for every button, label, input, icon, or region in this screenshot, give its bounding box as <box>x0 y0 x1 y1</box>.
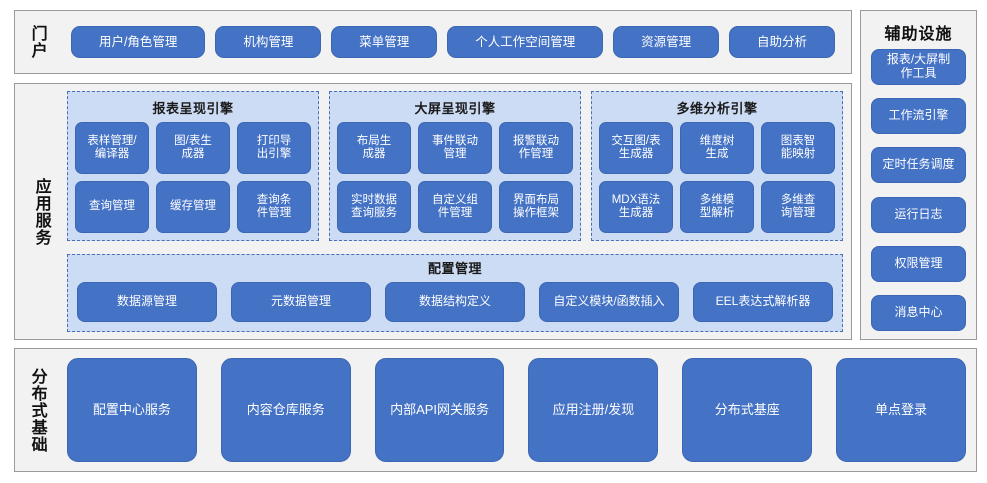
application-services-panel: 应用服务 报表呈现引擎 表样管理/ 编译器 图/表生 成器 打印导 出引擎 查询… <box>14 83 852 340</box>
portal-item-menu-management[interactable]: 菜单管理 <box>331 26 438 58</box>
engine-item-print-export-engine[interactable]: 打印导 出引擎 <box>237 122 311 174</box>
aux-item-runtime-log[interactable]: 运行日志 <box>871 196 966 233</box>
engine-report-rendering: 报表呈现引擎 表样管理/ 编译器 图/表生 成器 打印导 出引擎 查询管理 缓存… <box>67 91 319 241</box>
dist-item-single-sign-on[interactable]: 单点登录 <box>836 358 966 462</box>
engine-item-ui-layout-operation-framework[interactable]: 界面布局 操作框架 <box>499 181 573 233</box>
engine-item-mdx-syntax-generator[interactable]: MDX语法 生成器 <box>599 181 673 233</box>
engine-multidimensional-analysis-title: 多维分析引擎 <box>676 101 758 116</box>
aux-item-report-bigscreen-authoring-tool[interactable]: 报表/大屏制 作工具 <box>871 49 966 85</box>
auxiliary-facilities-title: 辅助设施 <box>884 26 953 43</box>
engine-bigscreen-rendering-grid: 布局生 成器 事件联动 管理 报警联动 作管理 实时数据 查询服务 自定义组 件… <box>337 122 573 233</box>
distributed-foundation-panel: 分布式基础 配置中心服务 内容仓库服务 内部API网关服务 应用注册/发现 分布… <box>14 348 977 472</box>
portal-item-org-management[interactable]: 机构管理 <box>215 26 322 58</box>
dist-item-distributed-base[interactable]: 分布式基座 <box>682 358 813 462</box>
engine-report-rendering-grid: 表样管理/ 编译器 图/表生 成器 打印导 出引擎 查询管理 缓存管理 查询条 … <box>75 122 311 233</box>
engine-item-custom-component-management[interactable]: 自定义组 件管理 <box>418 181 492 233</box>
auxiliary-facilities-panel: 辅助设施 报表/大屏制 作工具 工作流引擎 定时任务调度 运行日志 权限管理 消… <box>860 10 977 340</box>
engine-item-query-management[interactable]: 查询管理 <box>75 181 149 233</box>
aux-item-scheduled-task-scheduling[interactable]: 定时任务调度 <box>871 147 966 184</box>
engine-item-multidimensional-model-parsing[interactable]: 多维模 型解析 <box>680 181 754 233</box>
config-item-eel-expression-parser[interactable]: EEL表达式解析器 <box>693 282 833 322</box>
engine-item-layout-generator[interactable]: 布局生 成器 <box>337 122 411 174</box>
dist-item-config-center-service[interactable]: 配置中心服务 <box>67 358 197 462</box>
engine-item-multidimensional-query-management[interactable]: 多维查 询管理 <box>761 181 835 233</box>
engine-item-realtime-data-query-service[interactable]: 实时数据 查询服务 <box>337 181 411 233</box>
config-item-datasource-management[interactable]: 数据源管理 <box>77 282 217 322</box>
engine-bigscreen-rendering-title: 大屏呈现引擎 <box>414 101 496 116</box>
portal-item-personal-workspace-management[interactable]: 个人工作空间管理 <box>447 26 604 58</box>
dist-item-content-repository-service[interactable]: 内容仓库服务 <box>220 358 351 462</box>
configuration-management-row: 数据源管理 元数据管理 数据结构定义 自定义模块/函数插入 EEL表达式解析器 <box>77 282 833 322</box>
aux-item-workflow-engine[interactable]: 工作流引擎 <box>871 98 966 135</box>
engine-item-template-management-compiler[interactable]: 表样管理/ 编译器 <box>75 122 149 174</box>
portal-item-user-role-management[interactable]: 用户/角色管理 <box>71 26 206 58</box>
distributed-foundation-row: 配置中心服务 内容仓库服务 内部API网关服务 应用注册/发现 分布式基座 单点… <box>67 358 966 462</box>
engine-item-chart-intelligent-mapping[interactable]: 图表智 能映射 <box>761 122 835 174</box>
engine-item-interactive-chart-table-generator[interactable]: 交互图/表 生成器 <box>599 122 673 174</box>
dist-item-app-registration-discovery[interactable]: 应用注册/发现 <box>528 358 659 462</box>
dist-item-internal-api-gateway-service[interactable]: 内部API网关服务 <box>374 358 505 462</box>
aux-item-permission-management[interactable]: 权限管理 <box>871 245 966 282</box>
engine-bigscreen-rendering: 大屏呈现引擎 布局生 成器 事件联动 管理 报警联动 作管理 实时数据 查询服务… <box>329 91 581 241</box>
engine-item-alarm-linkage-action-management[interactable]: 报警联动 作管理 <box>499 122 573 174</box>
portal-section-label: 门户 <box>28 25 46 59</box>
application-services-section-label: 应用服务 <box>32 177 50 246</box>
distributed-foundation-section-label: 分布式基础 <box>28 367 46 453</box>
configuration-management-group: 配置管理 数据源管理 元数据管理 数据结构定义 自定义模块/函数插入 EEL表达… <box>67 254 843 332</box>
engine-item-event-linkage-management[interactable]: 事件联动 管理 <box>418 122 492 174</box>
engine-item-cache-management[interactable]: 缓存管理 <box>156 181 230 233</box>
engine-multidimensional-analysis: 多维分析引擎 交互图/表 生成器 维度树 生成 图表智 能映射 MDX语法 生成… <box>591 91 843 241</box>
portal-panel: 门户 用户/角色管理 机构管理 菜单管理 个人工作空间管理 资源管理 自助分析 <box>14 10 852 74</box>
portal-item-self-service-analysis[interactable]: 自助分析 <box>729 26 835 58</box>
auxiliary-facilities-list: 报表/大屏制 作工具 工作流引擎 定时任务调度 运行日志 权限管理 消息中心 <box>871 49 966 331</box>
application-services-content: 报表呈现引擎 表样管理/ 编译器 图/表生 成器 打印导 出引擎 查询管理 缓存… <box>67 91 843 332</box>
aux-item-message-center[interactable]: 消息中心 <box>871 294 966 331</box>
configuration-management-title: 配置管理 <box>427 261 482 276</box>
portal-item-resource-management[interactable]: 资源管理 <box>613 26 720 58</box>
engine-item-chart-table-generator[interactable]: 图/表生 成器 <box>156 122 230 174</box>
engine-report-rendering-title: 报表呈现引擎 <box>152 101 234 116</box>
portal-button-row: 用户/角色管理 机构管理 菜单管理 个人工作空间管理 资源管理 自助分析 <box>67 11 843 73</box>
config-item-data-structure-definition[interactable]: 数据结构定义 <box>385 282 525 322</box>
config-item-metadata-management[interactable]: 元数据管理 <box>231 282 371 322</box>
engine-multidimensional-analysis-grid: 交互图/表 生成器 维度树 生成 图表智 能映射 MDX语法 生成器 多维模 型… <box>599 122 835 233</box>
engine-item-dimension-tree-generation[interactable]: 维度树 生成 <box>680 122 754 174</box>
engines-row: 报表呈现引擎 表样管理/ 编译器 图/表生 成器 打印导 出引擎 查询管理 缓存… <box>67 91 843 241</box>
config-item-custom-module-function-insertion[interactable]: 自定义模块/函数插入 <box>539 282 679 322</box>
engine-item-query-condition-management[interactable]: 查询条 件管理 <box>237 181 311 233</box>
